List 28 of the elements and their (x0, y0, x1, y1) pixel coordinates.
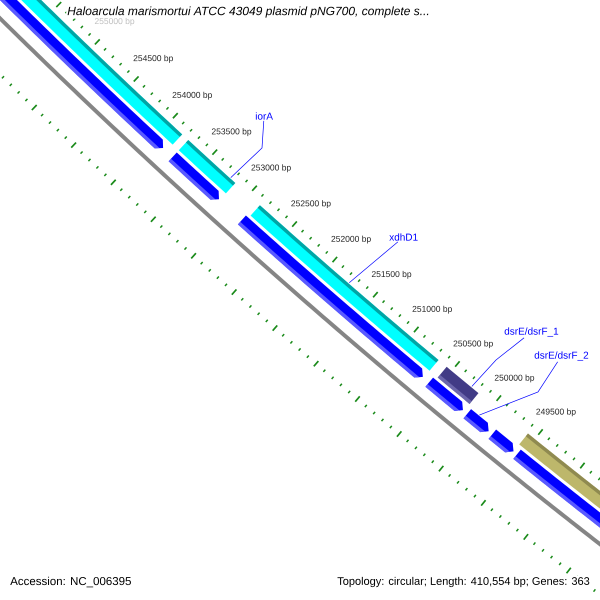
leader-line (230, 120, 264, 178)
tick-label: 251500 bp (372, 270, 412, 279)
tick-label: 250000 bp (494, 374, 534, 382)
gene-block (488, 430, 514, 452)
tick-label: 250500 bp (454, 340, 493, 348)
leader-line (348, 242, 398, 284)
gene-block (463, 409, 489, 432)
tick-label: 253500 bp (212, 128, 252, 136)
tick-label: 252500 bp (291, 200, 331, 208)
gene-block (425, 378, 463, 411)
tick-label: 253000 bp (251, 164, 291, 172)
leader-line (479, 361, 558, 416)
gene-label: xdhD1 (389, 233, 418, 241)
gene-label: dsrE/dsrF_2 (534, 351, 588, 361)
title: Haloarcula marismortui ATCC 43049 plasmid pNG700, complete s... (66, 5, 431, 19)
gene-label: dsrE/dsrF_1 (504, 327, 558, 337)
gene-block (513, 450, 600, 528)
leader-line (471, 337, 524, 387)
tick-label: 254500 bp (134, 54, 173, 63)
summary-text: Topology: circular; Length: 410,554 bp; Genes: 363 (336, 576, 591, 588)
gene-block (168, 152, 219, 200)
tick-label: 249500 bp (536, 408, 576, 416)
tick-label: 251000 bp (412, 306, 452, 314)
accession-text: Accession: NC_006395 (9, 576, 132, 588)
tick-label: 255000 bp (94, 18, 134, 26)
tick-label: 254000 bp (172, 92, 212, 100)
tick-label: 252000 bp (331, 236, 371, 244)
gene-label: iorA (256, 112, 273, 120)
